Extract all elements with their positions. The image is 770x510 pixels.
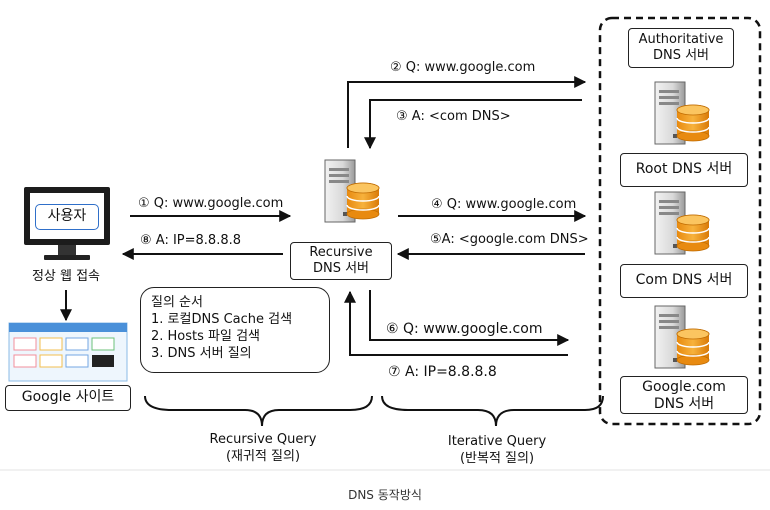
arrow-step6 (369, 290, 570, 346)
recursive-server-icon (324, 159, 380, 223)
iterative-brace (381, 395, 604, 427)
com-server-icon (654, 191, 710, 255)
arrow-step2 (347, 76, 587, 148)
website-thumbnail-icon (8, 322, 128, 382)
step5-label: ⑤A: <google.com DNS> (430, 232, 589, 247)
user-label-box: 사용자 (35, 204, 99, 230)
recursive-dns-line1: Recursive (309, 245, 373, 260)
arrow-step7 (344, 290, 568, 356)
step6-label: ⑥ Q: www.google.com (386, 321, 543, 337)
authoritative-line2: DNS 서버 (652, 48, 710, 63)
google-server-icon (654, 305, 710, 369)
iterative-query-line2: (반복적 질의) (459, 451, 535, 466)
user-label: 사용자 (47, 208, 87, 224)
authoritative-line1: Authoritative (638, 32, 724, 47)
iterative-query-caption: Iterative Query (반복적 질의) (432, 433, 562, 467)
root-server-icon (654, 81, 710, 145)
google-dns-line1: Google.com (642, 379, 726, 395)
query-order-box: 질의 순서 1. 로컬DNS Cache 검색 2. Hosts 파일 검색 3… (140, 287, 330, 373)
query-order-item: 1. 로컬DNS Cache 검색 (151, 312, 293, 327)
recursive-dns-box: Recursive DNS 서버 (290, 242, 392, 280)
recursive-dns-line2: DNS 서버 (312, 261, 370, 276)
step3-label: ③ A: <com DNS> (396, 109, 511, 124)
query-order-item: 2. Hosts 파일 검색 (151, 329, 261, 344)
com-dns-box: Com DNS 서버 (620, 264, 748, 298)
step7-label: ⑦ A: IP=8.8.8.8 (388, 364, 497, 380)
com-dns-label: Com DNS 서버 (635, 272, 733, 288)
normal-web-access-caption: 정상 웹 접속 (31, 269, 101, 284)
root-dns-box: Root DNS 서버 (620, 153, 748, 187)
google-dns-box: Google.com DNS 서버 (620, 376, 748, 414)
query-order-title: 질의 순서 (151, 295, 203, 310)
recursive-brace (144, 395, 373, 427)
recursive-query-line2: (재귀적 질의) (225, 449, 301, 464)
recursive-query-caption: Recursive Query (재귀적 질의) (198, 431, 328, 465)
step1-label: ① Q: www.google.com (138, 196, 284, 211)
root-dns-label: Root DNS 서버 (635, 161, 733, 177)
google-site-label: Google 사이트 (21, 389, 115, 405)
footer-caption: DNS 동작방식 (348, 488, 422, 502)
arrow-step3 (364, 99, 582, 150)
step2-label: ② Q: www.google.com (390, 60, 536, 75)
iterative-query-line1: Iterative Query (447, 434, 547, 449)
authoritative-region (598, 16, 762, 426)
google-site-box: Google 사이트 (5, 385, 131, 411)
query-order-item: 3. DNS 서버 질의 (151, 346, 252, 361)
step8-label: ⑧ A: IP=8.8.8.8 (140, 233, 242, 248)
authoritative-dns-box: Authoritative DNS 서버 (628, 28, 734, 68)
recursive-query-line1: Recursive Query (209, 432, 317, 447)
google-dns-line2: DNS 서버 (653, 396, 715, 412)
step4-label: ④ Q: www.google.com (431, 197, 577, 212)
